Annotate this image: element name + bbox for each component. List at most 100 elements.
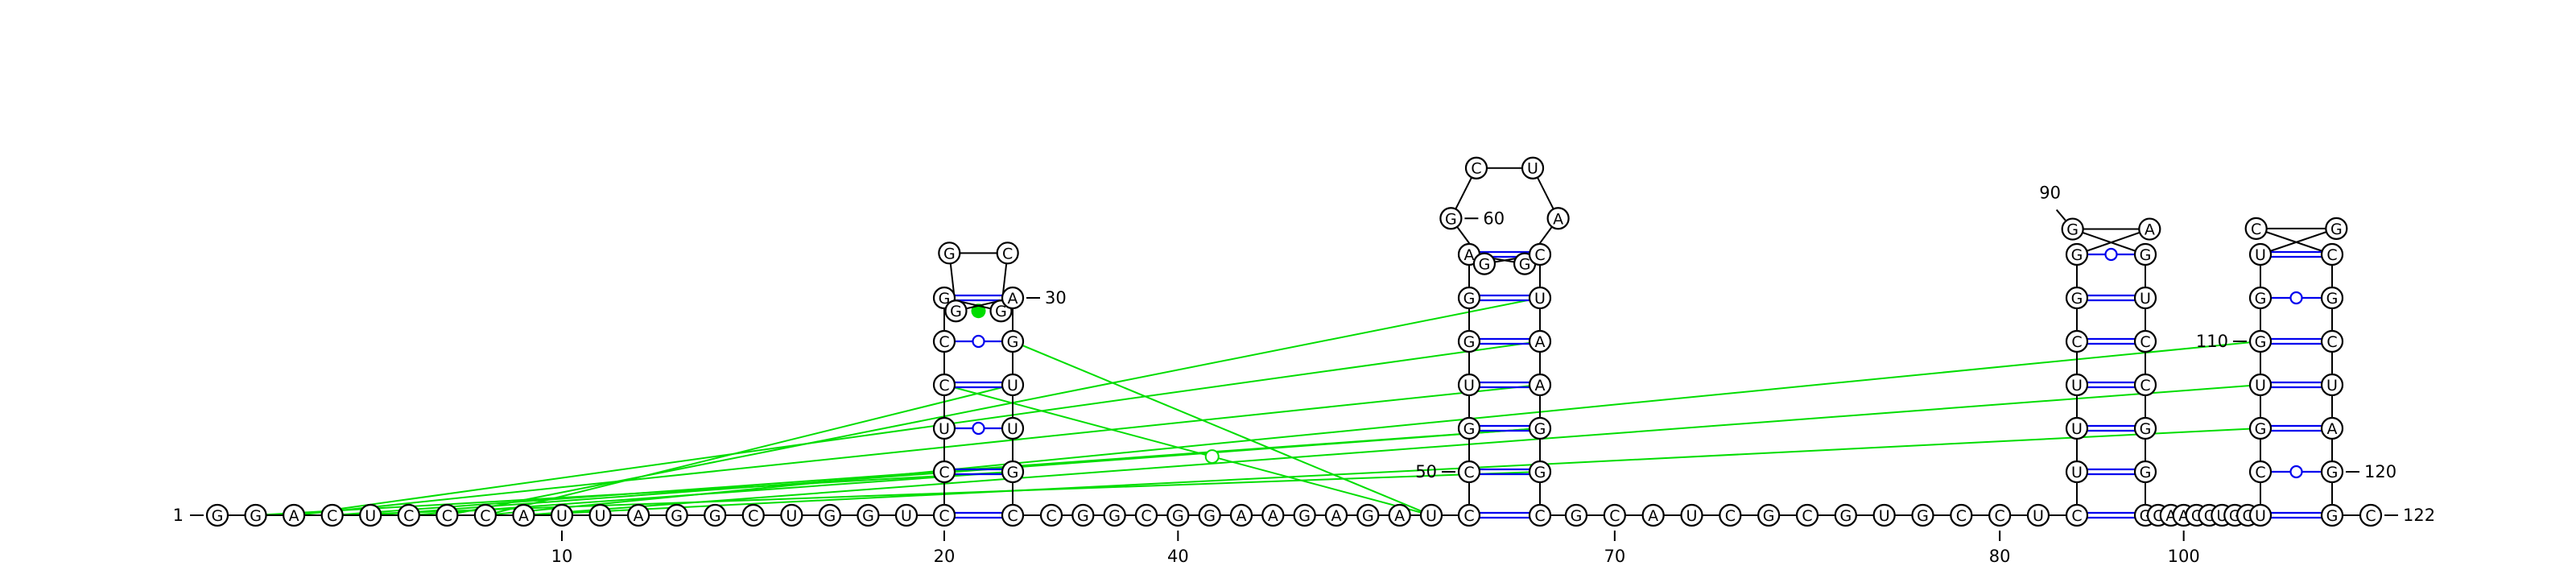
nucleotide-circle [818, 503, 841, 527]
nucleotide-circle [2065, 373, 2089, 397]
nucleotide-letter: C [1534, 507, 1545, 525]
nucleotide: G [2065, 286, 2089, 310]
nucleotide-letter: G [2255, 290, 2267, 308]
nucleotide-letter: U [1007, 420, 1018, 438]
nucleotide-circle [1528, 286, 1552, 310]
nucleotide-circle [2248, 416, 2273, 440]
nucleotide-letter: G [1534, 464, 1546, 481]
nucleotide: C [2133, 329, 2157, 353]
nucleotide-letter: C [1141, 507, 1151, 525]
nucleotide-letter: U [556, 507, 568, 525]
nucleotide-letter: C [1002, 245, 1013, 262]
nucleotide-letter: A [2327, 420, 2338, 438]
position-label: 1 [173, 506, 184, 525]
nucleotide: U [1680, 503, 1703, 527]
nucleotide-circle [938, 242, 961, 265]
nucleotide-circle [1001, 286, 1025, 310]
nucleotide: G [205, 503, 229, 527]
nucleotide-letter: G [1362, 507, 1374, 525]
position-label: 90 [2039, 184, 2061, 203]
nucleotide-letter: A [1553, 210, 1563, 228]
nucleotide: U [1001, 416, 1025, 440]
nucleotide-letter: U [1426, 507, 1437, 525]
nucleotide: G [938, 242, 961, 265]
nucleotide-letter: G [2326, 464, 2339, 481]
wobble-pair-marker [972, 421, 985, 436]
nucleotide-circle [1293, 503, 1316, 527]
nucleotide-letter: A [634, 507, 644, 525]
nucleotide-letter: A [1648, 507, 1658, 525]
nucleotide-letter: G [1917, 507, 1929, 525]
nucleotide: A [1546, 207, 1570, 230]
nucleotide-circle [2133, 286, 2157, 310]
nucleotide: G [2248, 329, 2273, 353]
nucleotide-circle [1457, 286, 1481, 310]
nucleotide-letter: A [289, 507, 299, 525]
nucleotide-letter: A [518, 507, 529, 525]
nucleotide-circle [2065, 242, 2089, 266]
nucleotide: U [359, 503, 382, 527]
nucleotide: G [1103, 503, 1126, 527]
nucleotide: G [244, 503, 267, 527]
nucleotide: G [2248, 286, 2273, 310]
nucleotide: C [1457, 460, 1481, 484]
nucleotide-letter: G [2330, 221, 2343, 238]
tertiary-interaction-line [294, 384, 1541, 516]
nucleotide: C [2244, 217, 2268, 240]
nucleotide-circle [665, 503, 688, 527]
nucleotide-circle [1719, 503, 1742, 527]
nucleotide-letter: C [939, 377, 949, 394]
nucleotide: C [2065, 329, 2089, 353]
nucleotide-letter: C [939, 333, 949, 351]
nucleotide: U [2320, 373, 2344, 397]
nucleotide-letter: A [1464, 246, 1475, 264]
nucleotide-circle [2138, 217, 2161, 241]
nucleotide: G [818, 503, 841, 527]
nucleotide: U [588, 503, 612, 527]
nucleotide: C [1457, 503, 1481, 527]
nucleotide: U [2133, 286, 2157, 310]
nucleotide: C [1001, 503, 1025, 527]
nucleotide-letter: C [2365, 507, 2376, 525]
nucleotide-letter: G [1519, 256, 1531, 274]
nucleotide-circle [1528, 460, 1552, 484]
nucleotide-circle [1911, 503, 1934, 527]
nucleotide-circle [473, 503, 497, 527]
nucleotide-letter: A [1008, 290, 1018, 308]
position-tick [2055, 209, 2066, 221]
nucleotide-circle [283, 503, 306, 527]
nucleotide-letter: A [1535, 333, 1546, 351]
nucleotide-circle [1528, 503, 1552, 527]
nucleotide-circle [1001, 460, 1025, 484]
nucleotide-letter: U [1534, 290, 1546, 308]
nucleotide-circle [1528, 329, 1552, 353]
nucleotide-circle [2244, 217, 2268, 240]
nucleotide-letter: C [327, 507, 337, 525]
nucleotide: G [1198, 503, 1221, 527]
nucleotide: G [1834, 503, 1857, 527]
nucleotide: G [2325, 217, 2348, 240]
nucleotide-letter: A [2145, 221, 2155, 239]
nucleotide: U [894, 503, 919, 527]
nucleotide-letter: U [1527, 160, 1538, 178]
nucleotide-letter: C [2326, 246, 2337, 264]
nucleotide-circle [1103, 503, 1126, 527]
nucleotide-circle [1439, 207, 1463, 230]
nucleotide-circle [2248, 373, 2273, 397]
nucleotide-letter: U [2071, 464, 2083, 481]
position-label: 122 [2403, 506, 2435, 525]
nucleotide-letter: C [442, 507, 452, 525]
nucleotide-circle [741, 503, 765, 527]
nucleotide: G [944, 299, 968, 323]
nucleotide: G [1001, 329, 1025, 353]
nucleotide-circle [1988, 503, 2012, 527]
nucleotide-circle [2065, 460, 2089, 484]
nucleotide-letter: G [1463, 290, 1476, 308]
nucleotide-circle [2133, 373, 2157, 397]
nucleotide-circle [932, 460, 956, 484]
nucleotide-letter: C [1046, 507, 1056, 525]
nucleotide-circle [205, 503, 229, 527]
nucleotide-letter: C [939, 464, 949, 481]
nucleotide: U [1872, 503, 1896, 527]
